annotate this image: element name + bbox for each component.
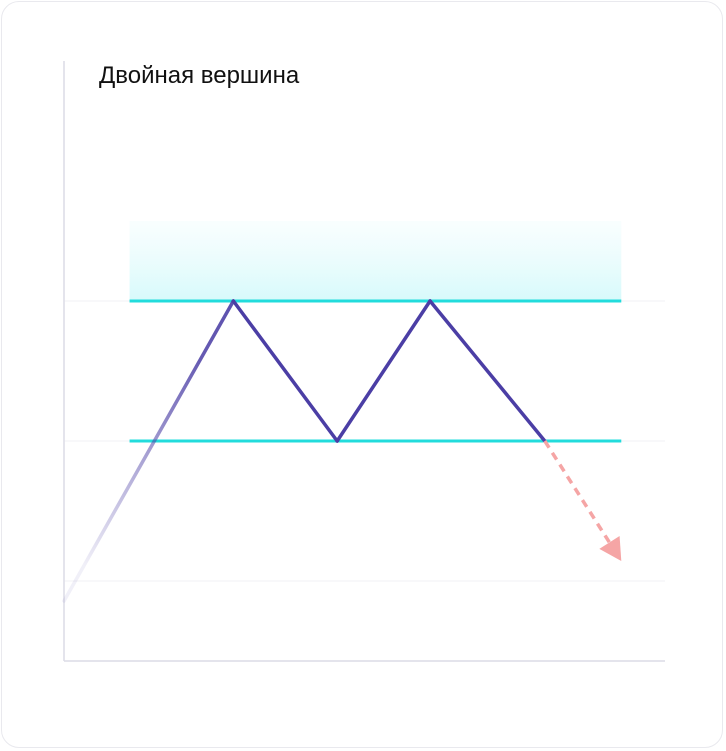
price-segment-0-0 <box>62 299 236 603</box>
projection-arrowhead <box>599 535 622 561</box>
price-point-0-2 <box>335 439 339 443</box>
price-segment-0-1 <box>231 299 339 443</box>
price-segment-0-2 <box>335 299 432 443</box>
price-point-0-1 <box>231 299 235 303</box>
price-segment-0-3 <box>428 299 547 443</box>
projection-dashed-line <box>543 440 611 544</box>
resistance-zone <box>129 221 622 301</box>
chart-title: Двойная вершина <box>99 62 300 89</box>
price-point-0-3 <box>428 299 432 303</box>
